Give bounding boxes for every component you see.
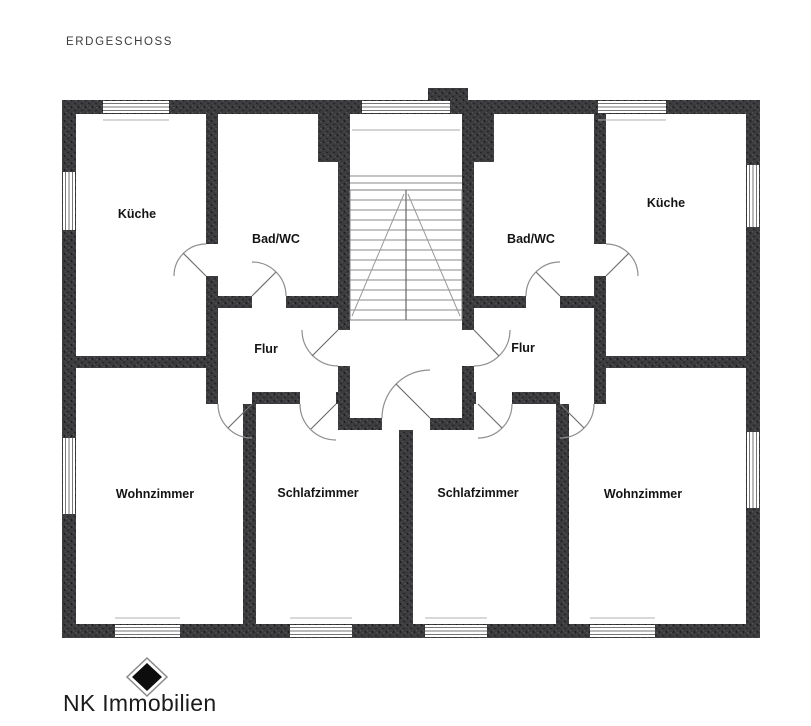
- walls: [62, 88, 760, 638]
- room-label-wohnzimmer-right: Wohnzimmer: [603, 487, 683, 501]
- diamond-icon: [125, 656, 169, 698]
- room-label-schlafzimmer-right: Schlafzimmer: [437, 486, 519, 500]
- staircase: [349, 129, 463, 321]
- room-label-flur-left: Flur: [254, 342, 278, 356]
- room-label-flur-right: Flur: [511, 341, 535, 355]
- room-label-bad-wc-left: Bad/WC: [252, 232, 300, 246]
- room-label-bad-wc-right: Bad/WC: [507, 232, 555, 246]
- room-label-schlafzimmer-left: Schlafzimmer: [277, 486, 359, 500]
- room-label-kueche-right: Küche: [646, 196, 686, 210]
- brand-name: NK Immobilien: [63, 690, 217, 716]
- windows: [63, 101, 759, 637]
- room-label-wohnzimmer-left: Wohnzimmer: [115, 487, 195, 501]
- doors: [173, 243, 639, 441]
- floor-title: ERDGESCHOSS: [66, 36, 174, 48]
- room-label-kueche-left: Küche: [117, 207, 157, 221]
